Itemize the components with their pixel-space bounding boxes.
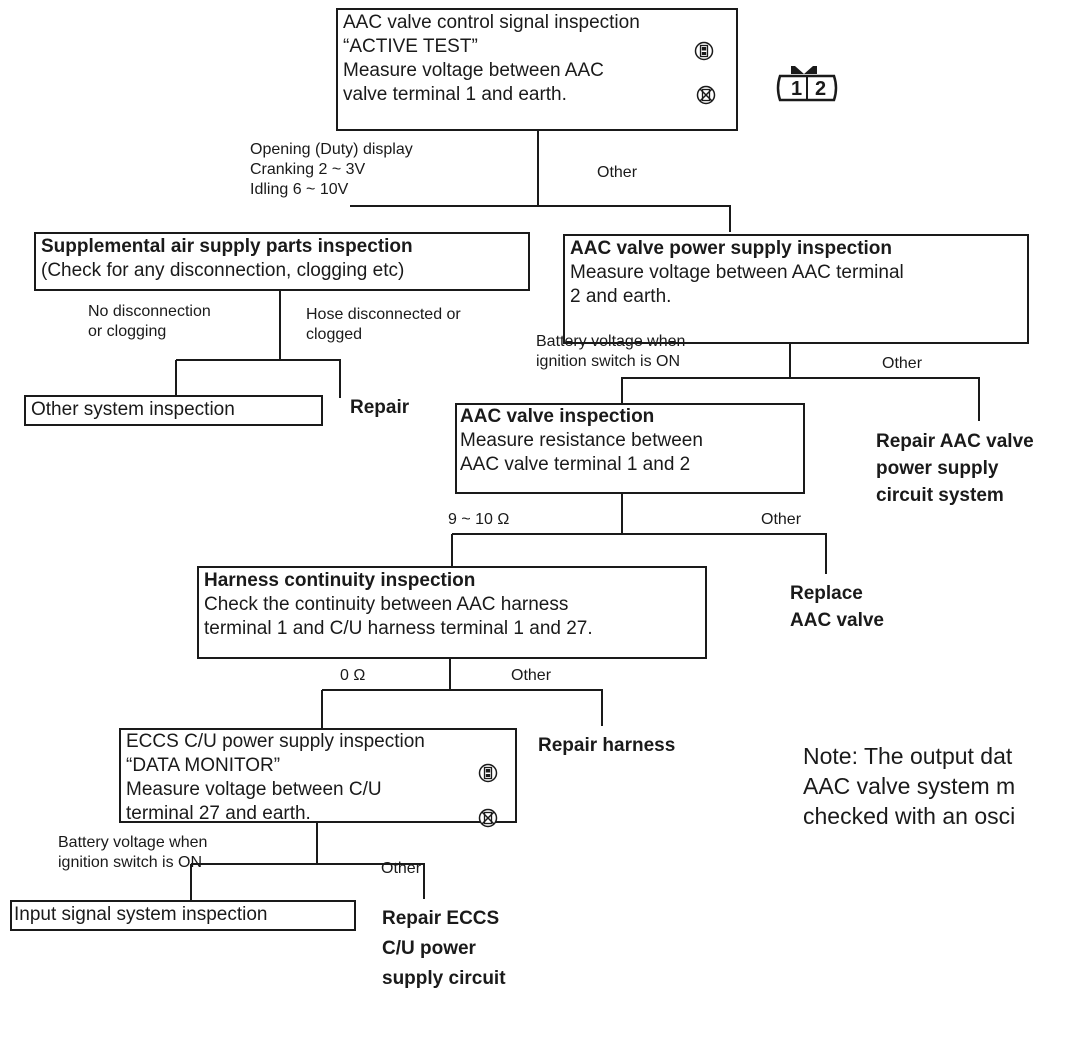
- repair-action: Repair: [350, 396, 409, 420]
- label-line: ignition switch is ON: [58, 854, 203, 871]
- repair-harness-action: Repair harness: [538, 734, 675, 758]
- box-title: Supplemental air supply parts inspection: [41, 236, 413, 257]
- replace-aac-valve-action: Replace AAC valve: [790, 580, 884, 634]
- other-label-2: Other: [882, 355, 923, 372]
- eccs-power-supply-inspection-box: ECCS C/U power supply inspection “DATA M…: [119, 728, 517, 824]
- box-line: Measure voltage between AAC terminal: [570, 262, 904, 283]
- box-line: “DATA MONITOR”: [126, 755, 281, 776]
- box-line: terminal 1 and C/U harness terminal 1 an…: [204, 618, 593, 639]
- connector-icon: [776, 66, 838, 102]
- consult-tester-icon: [694, 41, 714, 61]
- other-system-inspection-box: Other system inspection: [24, 395, 323, 426]
- harness-continuity-inspection-box: Harness continuity inspection Check the …: [197, 566, 707, 659]
- action-line: Repair ECCS: [382, 908, 500, 929]
- aac-valve-inspection-box: AAC valve inspection Measure resistance …: [455, 403, 805, 494]
- label-line: Cranking 2 ~ 3V: [250, 161, 366, 178]
- other-label-3: Other: [761, 511, 802, 528]
- resistance-9-10-label: 9 ~ 10 Ω: [448, 511, 510, 528]
- aac-power-supply-inspection-box: AAC valve power supply inspection Measur…: [563, 234, 1029, 344]
- box-line: valve terminal 1 and earth.: [343, 84, 567, 105]
- note-line: Note: The output dat: [803, 743, 1013, 769]
- box-title: AAC valve power supply inspection: [570, 238, 893, 259]
- box-title: AAC valve inspection: [460, 406, 655, 427]
- connector-pin-2: 2: [815, 78, 827, 100]
- consult-tester-icon: [478, 763, 498, 783]
- note-line: AAC valve system m: [803, 773, 1016, 799]
- box-line: AAC valve terminal 1 and 2: [460, 454, 691, 475]
- box-line: (Check for any disconnection, clogging e…: [41, 260, 405, 281]
- label-line: No disconnection: [88, 303, 211, 320]
- box-line: Measure voltage between AAC: [343, 60, 604, 81]
- no-consult-icon: [696, 85, 716, 105]
- box-line: “ACTIVE TEST”: [343, 36, 478, 57]
- label-line: ignition switch is ON: [536, 353, 681, 370]
- repair-aac-power-supply-action: Repair AAC valve power supply circuit sy…: [876, 428, 1034, 509]
- resistance-0-label: 0 Ω: [340, 667, 366, 684]
- label-line: Idling 6 ~ 10V: [250, 181, 349, 198]
- battery-voltage-label-1: Battery voltage when ignition switch is …: [536, 332, 685, 372]
- no-consult-icon: [478, 808, 498, 828]
- action-line: supply circuit: [382, 968, 506, 989]
- box-line: Measure resistance between: [460, 430, 703, 451]
- input-signal-inspection-box: Input signal system inspection: [10, 900, 356, 931]
- other-label-1: Other: [597, 164, 638, 181]
- label-line: Hose disconnected or: [306, 306, 461, 323]
- box-line: Input signal system inspection: [14, 904, 268, 925]
- repair-eccs-power-supply-action: Repair ECCS C/U power supply circuit: [382, 904, 506, 994]
- label-line: Battery voltage when: [58, 834, 208, 851]
- label-line: or clogging: [88, 323, 167, 340]
- battery-voltage-label-2: Battery voltage when ignition switch is …: [58, 833, 207, 873]
- box-line: ECCS C/U power supply inspection: [126, 731, 425, 752]
- box-line: Check the continuity between AAC harness: [204, 594, 569, 615]
- label-line: Opening (Duty) display: [250, 141, 413, 158]
- action-line: Repair AAC valve: [876, 431, 1034, 452]
- action-line: AAC valve: [790, 610, 884, 631]
- box-line: Measure voltage between C/U: [126, 779, 382, 800]
- action-line: power supply: [876, 458, 999, 479]
- box-title: Harness continuity inspection: [204, 570, 476, 591]
- box-line: AAC valve control signal inspection: [343, 12, 640, 33]
- action-line: C/U power: [382, 938, 476, 959]
- action-line: Replace: [790, 583, 863, 604]
- opening-display-label: Opening (Duty) display Cranking 2 ~ 3V I…: [250, 140, 413, 200]
- no-disconnection-label: No disconnection or clogging: [88, 302, 211, 342]
- box-line: 2 and earth.: [570, 286, 672, 307]
- action-line: Repair harness: [538, 735, 676, 756]
- hose-disconnected-label: Hose disconnected or clogged: [306, 305, 461, 345]
- note-text: Note: The output dat AAC valve system m …: [803, 741, 1015, 831]
- aac-control-signal-inspection-box: AAC valve control signal inspection “ACT…: [336, 8, 738, 131]
- label-line: Battery voltage when: [536, 333, 686, 350]
- label-line: clogged: [306, 326, 363, 343]
- action-line: circuit system: [876, 485, 1004, 506]
- box-line: Other system inspection: [31, 399, 235, 420]
- other-label-5: Other: [381, 860, 422, 877]
- other-label-4: Other: [511, 667, 552, 684]
- note-line: checked with an osci: [803, 803, 1016, 829]
- action-line: Repair: [350, 397, 410, 418]
- connector-pin-1: 1: [791, 78, 803, 100]
- supplemental-air-inspection-box: Supplemental air supply parts inspection…: [34, 232, 530, 291]
- box-line: terminal 27 and earth.: [126, 803, 311, 824]
